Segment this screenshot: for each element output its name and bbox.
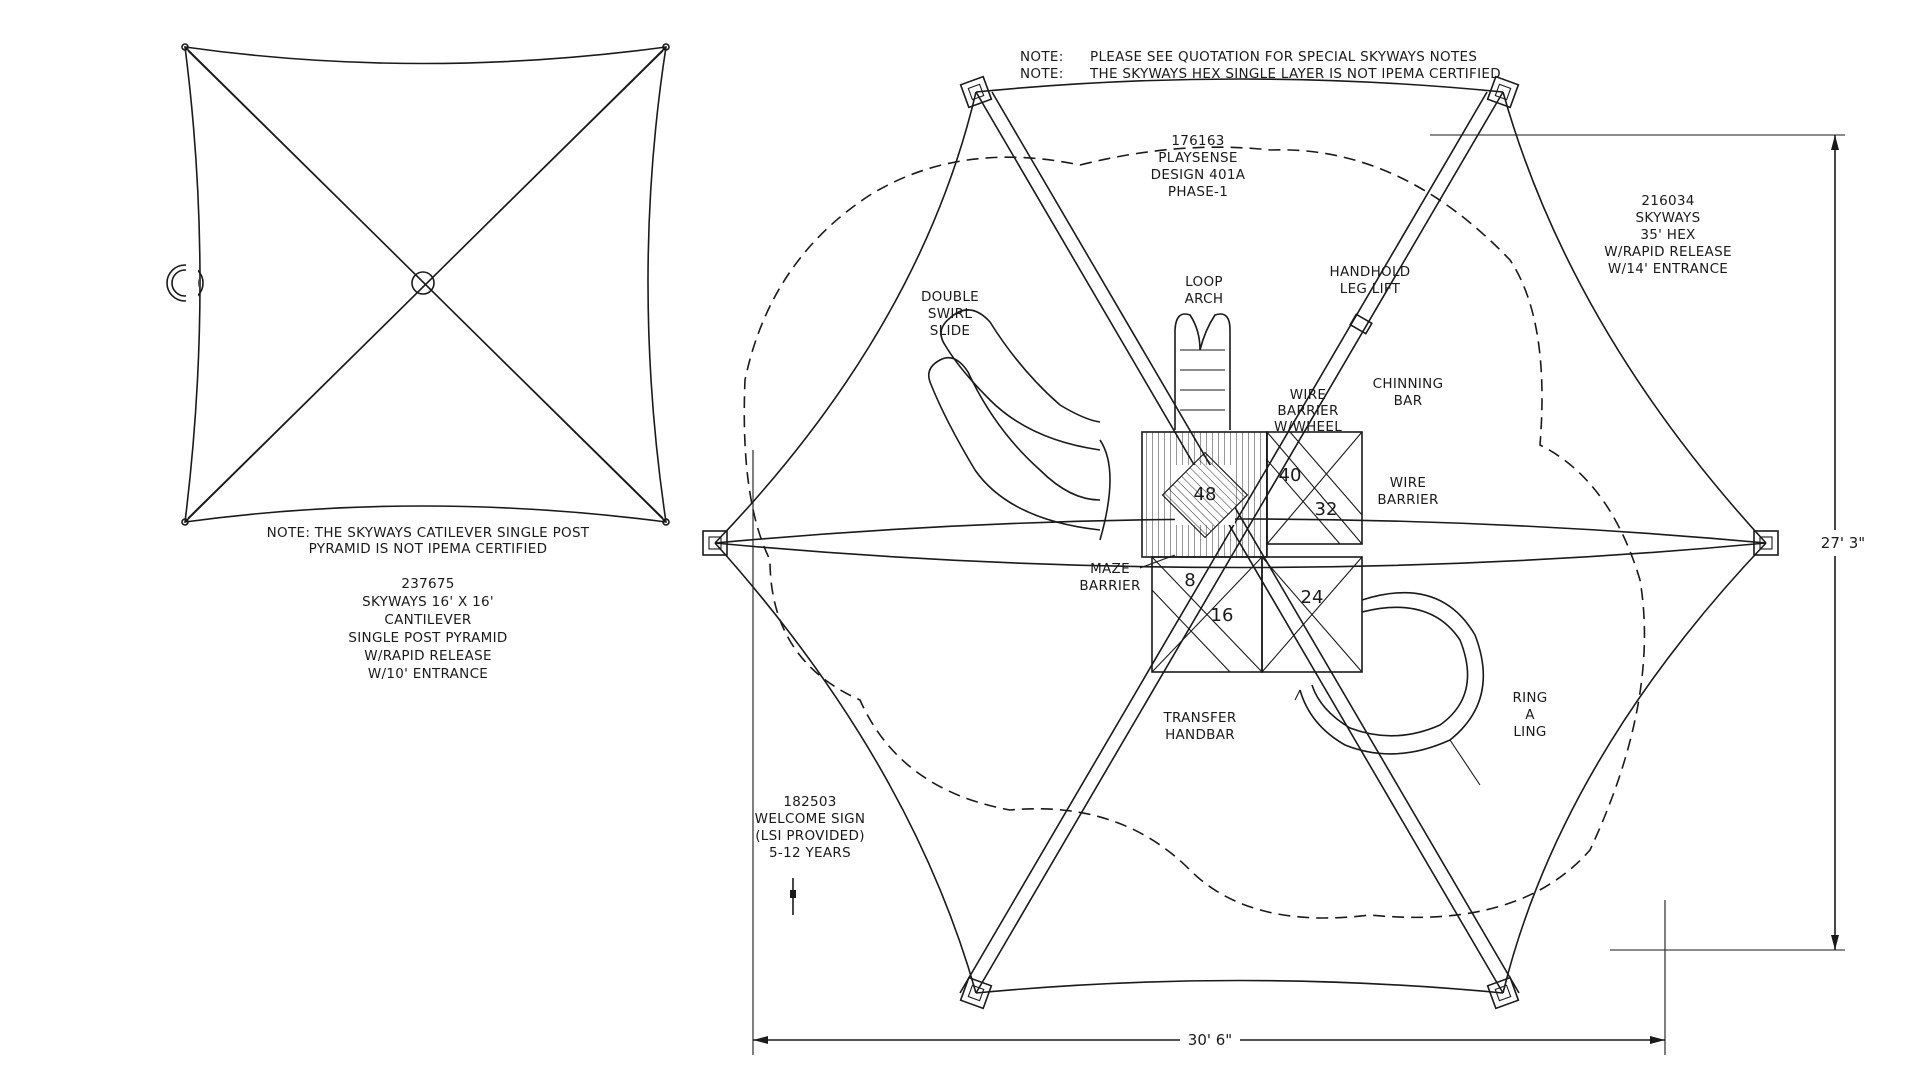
component-label: CHINNING xyxy=(1373,376,1444,392)
double-swirl-slide xyxy=(927,309,1111,541)
note-label: NOTE: xyxy=(1020,66,1064,82)
loop-arch xyxy=(1174,313,1231,430)
pyramid-note-line-2: PYRAMID IS NOT IPEMA CERTIFIED xyxy=(309,541,548,557)
handhold-label: HANDHOLD LEG LIFT xyxy=(1330,264,1411,297)
pyramid-label: 237675 SKYWAYS 16' X 16' CANTILEVER SING… xyxy=(348,576,507,682)
pyramid-label-line: SINGLE POST PYRAMID xyxy=(348,630,507,646)
height-dimension: 27' 3" xyxy=(1430,134,1865,951)
note-label: NOTE: xyxy=(1020,49,1064,65)
component-label: BARRIER xyxy=(1377,492,1438,508)
component-label: (LSI PROVIDED) xyxy=(755,828,865,844)
deck-number: 16 xyxy=(1211,605,1234,626)
hex-post xyxy=(959,976,993,1010)
maze-barrier-label: MAZE BARRIER xyxy=(1079,554,1176,594)
component-label: HANDHOLD xyxy=(1330,264,1411,280)
component-label: MAZE xyxy=(1090,561,1130,577)
component-label: DOUBLE xyxy=(921,289,979,305)
deck-24: 24 xyxy=(1261,556,1363,673)
deck-48: 48 xyxy=(1141,431,1268,558)
chinning-bar-label: CHINNING BAR xyxy=(1373,376,1444,409)
hex-label-line: SKYWAYS xyxy=(1636,210,1701,226)
pyramid-label-line: SKYWAYS 16' X 16' xyxy=(362,594,494,610)
deck-8-16: 8 16 xyxy=(1151,556,1263,673)
component-label: A xyxy=(1525,707,1535,723)
component-label: LING xyxy=(1513,724,1546,740)
component-label: LOOP xyxy=(1185,274,1223,290)
hex-label-line: 216034 xyxy=(1641,193,1694,209)
pyramid-label-line: W/RAPID RELEASE xyxy=(364,648,492,664)
hex-post xyxy=(959,75,993,109)
component-label: LEG LIFT xyxy=(1340,281,1401,297)
ring-a-ling-label: RING A LING xyxy=(1512,690,1547,740)
ring-a-ling xyxy=(1294,591,1485,786)
hex-label: 216034 SKYWAYS 35' HEX W/RAPID RELEASE W… xyxy=(1604,193,1732,277)
pyramid-note-line-1: NOTE: THE SKYWAYS CATILEVER SINGLE POST xyxy=(267,525,590,541)
use-zone-boundary xyxy=(743,146,1646,919)
play-structure: 48 40 32 8 16 24 xyxy=(927,309,1485,786)
playsense-label-line: PLAYSENSE xyxy=(1158,150,1237,166)
wire-barrier-label: WIRE BARRIER xyxy=(1377,475,1438,508)
pyramid-post xyxy=(166,262,204,304)
deck-40: 40 32 xyxy=(1266,431,1363,545)
component-label: W/WHEEL xyxy=(1274,419,1342,435)
component-label: 5-12 YEARS xyxy=(769,845,851,861)
height-dimension-text: 27' 3" xyxy=(1821,534,1865,552)
hex-label-line: W/14' ENTRANCE xyxy=(1608,261,1728,277)
playsense-label-line: 176163 xyxy=(1171,133,1224,149)
component-label: WIRE xyxy=(1290,387,1326,403)
deck-number: 48 xyxy=(1194,484,1217,505)
hex-label-line: 35' HEX xyxy=(1640,227,1695,243)
pyramid-label-line: CANTILEVER xyxy=(384,612,471,628)
component-label: SWIRL xyxy=(928,306,972,322)
component-label: RING xyxy=(1512,690,1547,706)
hex-post xyxy=(1486,75,1520,109)
component-label: SLIDE xyxy=(930,323,971,339)
double-swirl-label: DOUBLE SWIRL SLIDE xyxy=(921,289,979,339)
loop-arch-label: LOOP ARCH xyxy=(1185,274,1224,307)
component-label: HANDBAR xyxy=(1165,727,1235,743)
component-label: ARCH xyxy=(1185,291,1224,307)
top-notes: NOTE: PLEASE SEE QUOTATION FOR SPECIAL S… xyxy=(1020,49,1501,82)
component-label: 182503 xyxy=(783,794,836,810)
component-label: BARRIER xyxy=(1277,403,1338,419)
transfer-handbar-label: TRANSFER HANDBAR xyxy=(1162,710,1236,743)
width-dimension: 30' 6" xyxy=(752,450,1666,1055)
note-text-2: THE SKYWAYS HEX SINGLE LAYER IS NOT IPEM… xyxy=(1089,66,1501,82)
deck-number: 32 xyxy=(1315,499,1338,520)
component-label: TRANSFER xyxy=(1162,710,1236,726)
width-dimension-text: 30' 6" xyxy=(1188,1031,1232,1049)
welcome-sign-label: 182503 WELCOME SIGN (LSI PROVIDED) 5-12 … xyxy=(755,794,866,861)
component-label: WELCOME SIGN xyxy=(755,811,866,827)
playsense-label-line: PHASE-1 xyxy=(1168,184,1228,200)
note-text-1: PLEASE SEE QUOTATION FOR SPECIAL SKYWAYS… xyxy=(1090,49,1477,65)
wire-barrier-wheel-label: WIRE BARRIER W/WHEEL xyxy=(1274,387,1342,435)
playsense-label: 176163 PLAYSENSE DESIGN 401A PHASE-1 xyxy=(1151,133,1246,200)
pyramid-note: NOTE: THE SKYWAYS CATILEVER SINGLE POST … xyxy=(267,525,590,557)
playsense-label-line: DESIGN 401A xyxy=(1151,167,1246,183)
welcome-sign-post xyxy=(790,878,796,915)
pyramid-label-line: 237675 xyxy=(401,576,454,592)
handhold-leg-lift xyxy=(1349,313,1373,335)
pyramid-label-line: W/10' ENTRANCE xyxy=(368,666,488,682)
hex-post xyxy=(1486,976,1520,1010)
deck-number: 8 xyxy=(1184,570,1195,591)
hex-post xyxy=(1753,530,1779,556)
hex-label-line: W/RAPID RELEASE xyxy=(1604,244,1732,260)
component-label: BARRIER xyxy=(1079,578,1140,594)
pyramid-shade xyxy=(166,43,670,526)
component-label: BAR xyxy=(1394,393,1423,409)
deck-number: 24 xyxy=(1301,587,1324,608)
hex-post xyxy=(702,530,728,556)
component-label: WIRE xyxy=(1390,475,1426,491)
deck-number: 40 xyxy=(1279,465,1302,486)
